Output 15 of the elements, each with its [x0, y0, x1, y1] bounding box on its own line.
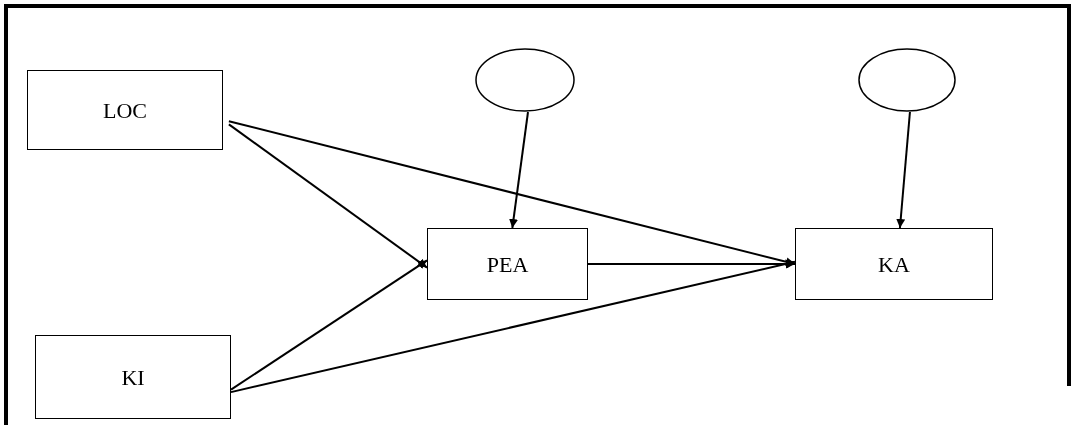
- arrow: [227, 123, 428, 269]
- variable-label: KI: [121, 363, 145, 392]
- variable-label: LOC: [103, 96, 147, 125]
- variable-box: [795, 228, 993, 300]
- variable-label: KA: [878, 250, 910, 279]
- arrow: [896, 111, 911, 229]
- arrow: [230, 259, 428, 391]
- arrow: [230, 259, 796, 394]
- variable-label: PEA: [486, 250, 529, 279]
- variable-box: [35, 335, 231, 419]
- arrow: [509, 111, 529, 229]
- variable-box: [427, 228, 588, 300]
- ellipse: [475, 48, 575, 112]
- ellipse: [858, 48, 956, 112]
- variable-box: [27, 70, 223, 150]
